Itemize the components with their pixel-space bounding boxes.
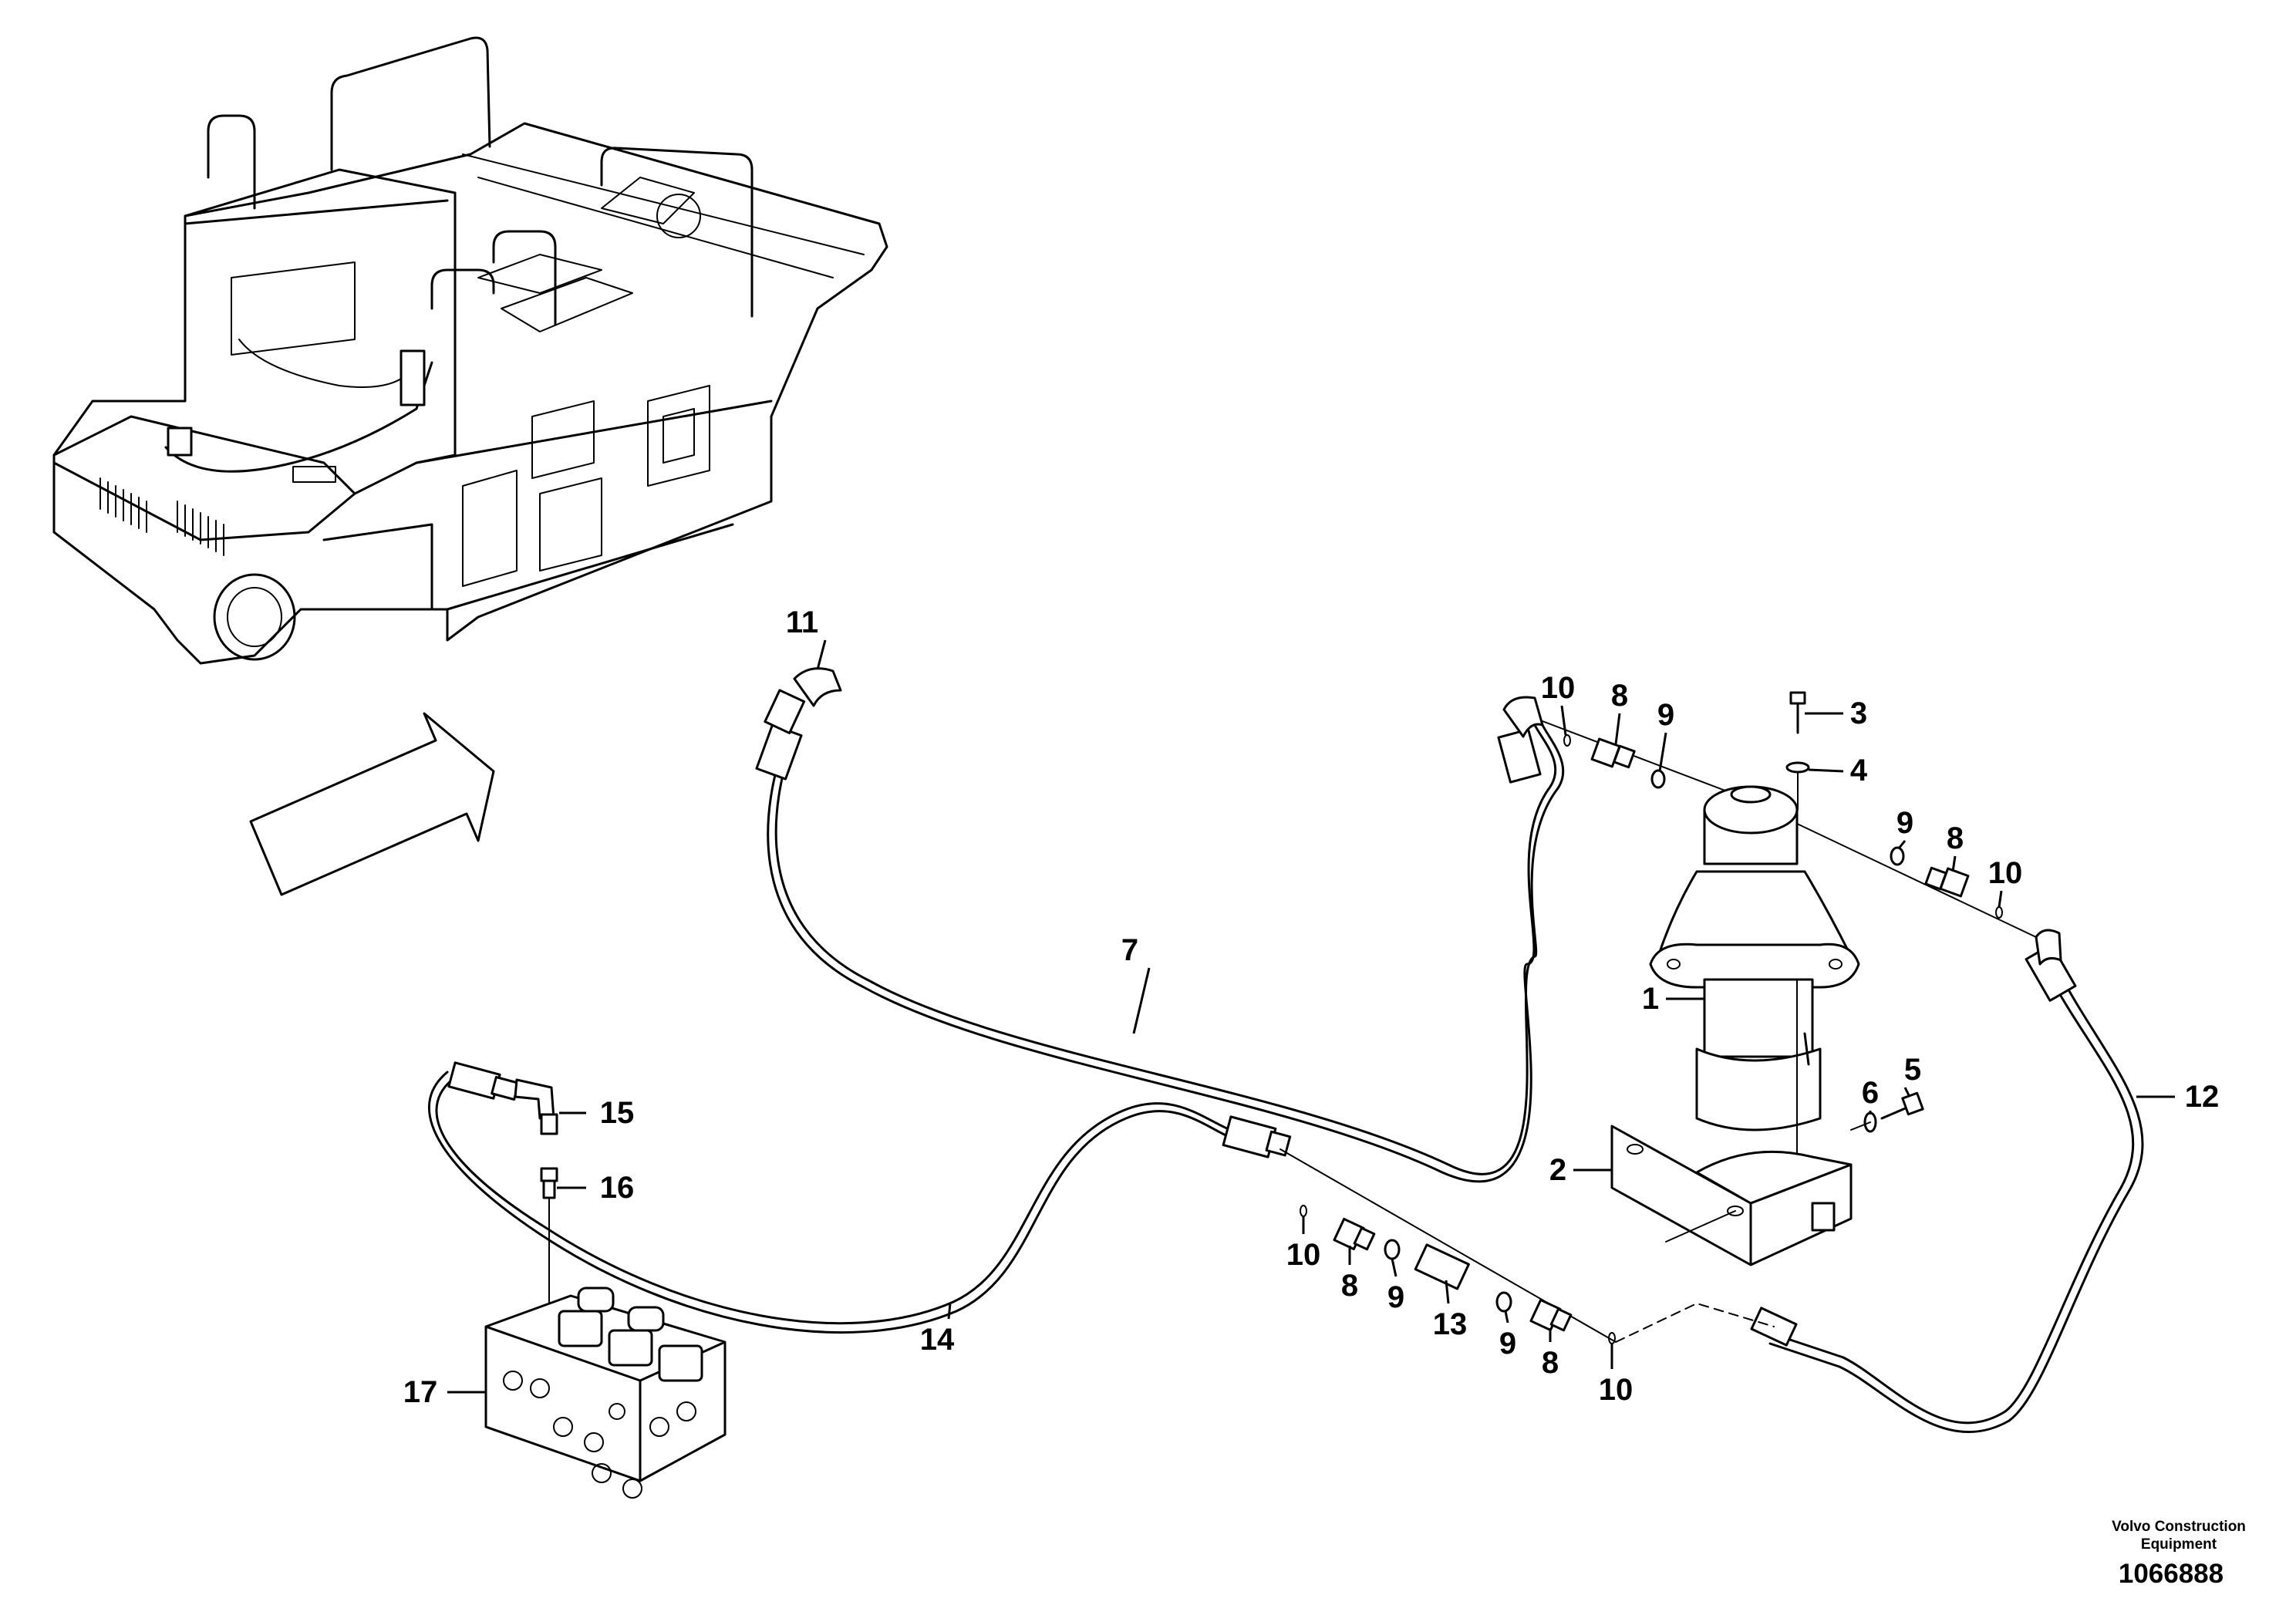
fittings-lower [1279, 1148, 1617, 1344]
document-number: 1066888 [2119, 1559, 2224, 1589]
machine-frame-overview [52, 36, 888, 665]
callout-12: 12 [2185, 1080, 2220, 1114]
bolt-and-washer-side [1850, 1091, 1924, 1133]
leader-lines [447, 639, 2175, 1394]
callout-10: 10 [1599, 1373, 1633, 1407]
callout-15: 15 [600, 1096, 635, 1130]
callouts: 11 10 8 9 3 4 9 8 10 7 1 12 6 5 2 15 16 … [403, 605, 2220, 1409]
callout-17: 17 [403, 1375, 438, 1409]
dashed-connection [1615, 1303, 1775, 1343]
callout-9: 9 [1387, 1280, 1404, 1314]
hose-7 [755, 667, 1565, 1183]
callout-5: 5 [1904, 1053, 1921, 1087]
callout-8: 8 [1542, 1346, 1559, 1380]
callout-3: 3 [1850, 696, 1867, 730]
callout-16: 16 [600, 1171, 635, 1205]
brand-line-1: Volvo Construction [2112, 1519, 2246, 1535]
callout-6: 6 [1862, 1076, 1879, 1110]
footer: Volvo Construction Equipment 1066888 [2112, 1519, 2246, 1589]
callout-14: 14 [920, 1323, 955, 1357]
callout-13: 13 [1433, 1307, 1468, 1341]
callout-11: 11 [786, 605, 818, 639]
callout-9: 9 [1896, 806, 1913, 840]
bracket-2 [1610, 1125, 1853, 1266]
bolt-and-washer-top [1785, 691, 1810, 811]
callout-10: 10 [1286, 1238, 1321, 1272]
brand-line-2: Equipment [2141, 1536, 2217, 1553]
hose-14 [427, 1061, 1292, 1334]
callout-2: 2 [1549, 1153, 1566, 1187]
callout-8: 8 [1947, 821, 1964, 855]
callout-4: 4 [1850, 754, 1868, 787]
callout-10: 10 [1541, 671, 1576, 705]
view-direction-arrow [249, 712, 495, 896]
valve-block-17 [484, 1286, 727, 1499]
callout-10: 10 [1988, 856, 2023, 890]
elbow-and-adapter [491, 1075, 558, 1327]
callout-7: 7 [1121, 933, 1138, 967]
callout-8: 8 [1341, 1269, 1358, 1303]
callout-9: 9 [1499, 1327, 1516, 1361]
fittings-upper [1542, 720, 2037, 938]
cylinder-assembly [1649, 785, 1860, 1173]
callout-9: 9 [1657, 698, 1674, 732]
callout-8: 8 [1611, 679, 1628, 713]
callout-1: 1 [1642, 982, 1659, 1016]
